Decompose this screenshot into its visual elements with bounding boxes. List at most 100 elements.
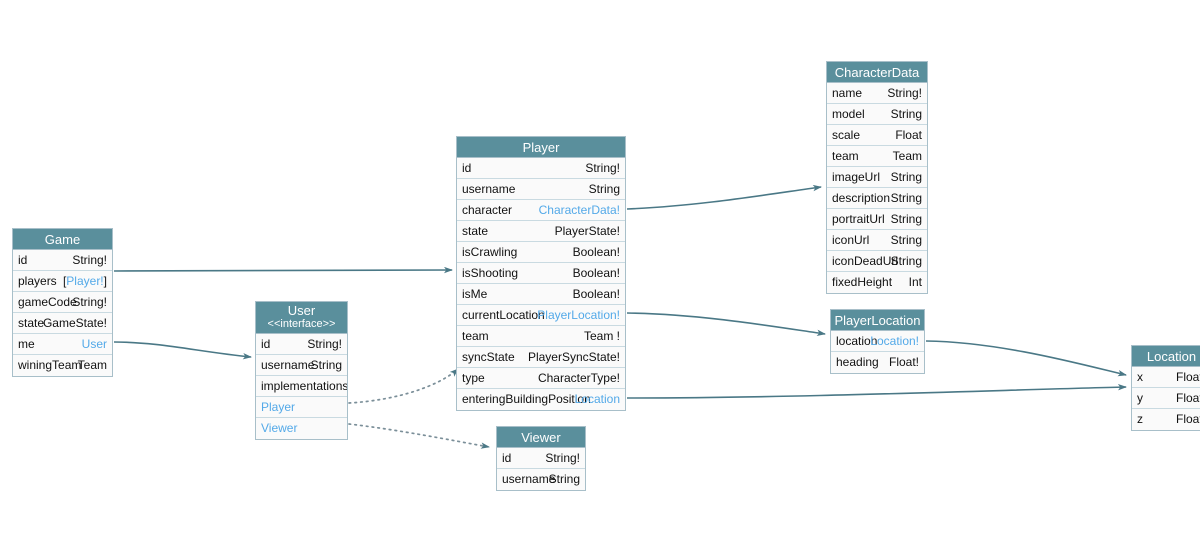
- field-type-scalar: Team: [77, 358, 107, 372]
- field-name: portraitUrl: [832, 212, 885, 226]
- entity-header-viewer: Viewer: [497, 427, 585, 448]
- field-row[interactable]: id String!: [13, 250, 112, 271]
- field-name: imageUrl: [832, 170, 881, 184]
- field-row[interactable]: username String: [457, 179, 625, 200]
- field-type: String!: [887, 83, 922, 103]
- field-type: Float!: [1176, 388, 1200, 408]
- field-name: implementations: [261, 379, 347, 393]
- field-row[interactable]: implementations: [256, 376, 347, 397]
- field-type-scalar: String: [890, 191, 922, 205]
- field-type: Team !: [584, 326, 620, 346]
- field-type: GameState!: [43, 313, 107, 333]
- entity-title: Game: [44, 232, 81, 247]
- field-type-reference: PlayerLocation!: [537, 308, 620, 322]
- field-row[interactable]: xFloat!: [1132, 367, 1200, 388]
- field-row[interactable]: character CharacterData!: [457, 200, 625, 221]
- field-type: String: [589, 179, 620, 199]
- field-type: String: [891, 230, 922, 250]
- field-name: isCrawling: [462, 245, 518, 259]
- entity-location[interactable]: Location xFloat!yFloat!zFloat!: [1131, 345, 1200, 431]
- field-name: username: [462, 182, 516, 196]
- field-type: PlayerLocation!: [537, 305, 620, 325]
- field-type: String!: [72, 292, 107, 312]
- field-name: id: [18, 253, 28, 267]
- field-name: team: [832, 149, 859, 163]
- field-row[interactable]: team Team: [827, 146, 927, 167]
- field-row[interactable]: yFloat!: [1132, 388, 1200, 409]
- field-row[interactable]: players[Player!]: [13, 271, 112, 292]
- field-name: type: [462, 371, 485, 385]
- entity-header-playerlocation: PlayerLocation: [831, 310, 924, 331]
- edge-playerlocation-location-to-location: [925, 340, 1127, 377]
- field-type: String: [891, 104, 922, 124]
- field-row[interactable]: isShooting Boolean!: [457, 263, 625, 284]
- field-row[interactable]: Viewer: [256, 418, 347, 439]
- field-type-scalar: Float!: [1175, 391, 1200, 405]
- field-name: iconDeadUrl: [832, 254, 899, 268]
- field-name: players: [18, 274, 57, 288]
- field-name: name: [832, 86, 863, 100]
- field-name: Viewer: [261, 421, 298, 435]
- field-type: Location!: [870, 331, 919, 351]
- field-row[interactable]: isCrawling Boolean!: [457, 242, 625, 263]
- field-type: PlayerState!: [555, 221, 620, 241]
- field-row[interactable]: portraitUrl String: [827, 209, 927, 230]
- field-type-reference: Location!: [870, 334, 919, 348]
- field-type-scalar: Boolean!: [572, 266, 620, 280]
- field-name: character: [462, 203, 513, 217]
- entity-title: Location: [1146, 349, 1197, 364]
- field-type-reference: CharacterData!: [538, 203, 620, 217]
- entity-stereotype: <<interface>>: [267, 318, 336, 330]
- field-type: Boolean!: [573, 242, 620, 262]
- edge-user-viewer-implementation: [348, 423, 490, 449]
- field-type: String!: [72, 250, 107, 270]
- field-type: String!: [585, 158, 620, 178]
- field-type-scalar: Team !: [583, 329, 620, 343]
- field-row[interactable]: zFloat!: [1132, 409, 1200, 430]
- field-row[interactable]: Player: [256, 397, 347, 418]
- field-row[interactable]: name String!: [827, 83, 927, 104]
- field-type-scalar: Boolean!: [572, 287, 620, 301]
- edge-game-players-to-player: [113, 266, 453, 274]
- field-type: Team: [893, 146, 922, 166]
- field-type: String: [891, 209, 922, 229]
- field-type: User: [82, 334, 107, 354]
- field-name: isShooting: [462, 266, 519, 280]
- field-type: Location: [575, 389, 620, 409]
- edge-user-player-implementation: [348, 368, 459, 404]
- field-name: heading: [836, 355, 879, 369]
- field-name: fixedHeight: [832, 275, 893, 289]
